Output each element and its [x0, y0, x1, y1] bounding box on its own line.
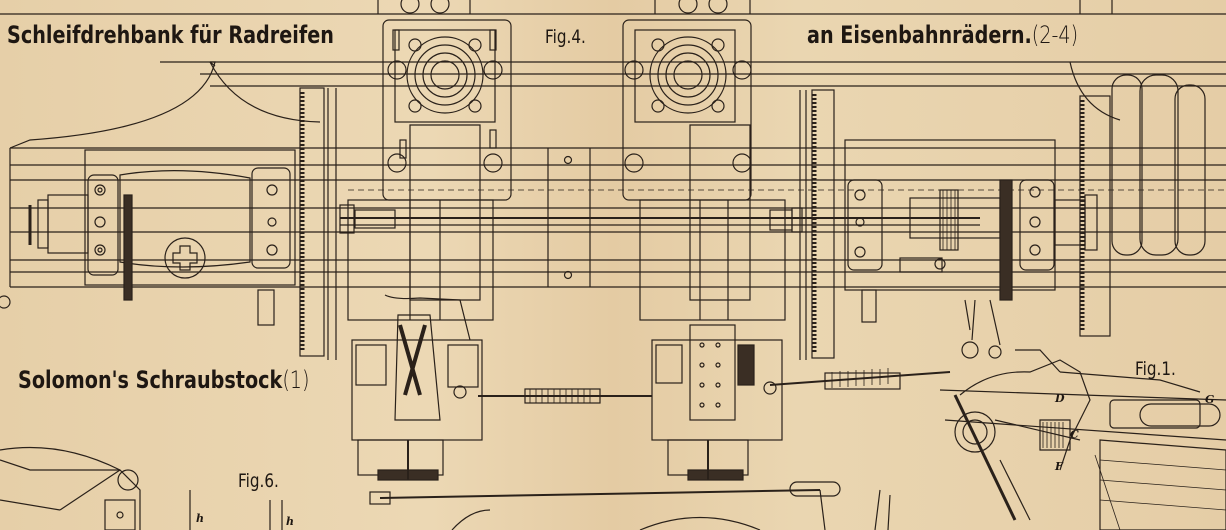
title-right-ref: (2-4)	[1031, 21, 1079, 49]
right-gearing	[799, 74, 1206, 360]
top-strip	[0, 0, 1226, 15]
solomon-text: Solomon's Schraubstock	[18, 366, 283, 394]
part-label-g: G	[1205, 393, 1215, 406]
fig6-label: Fig.6.	[238, 470, 279, 492]
part-label-h-second: h	[286, 515, 294, 528]
title-right-text: an Eisenbahnrädern.	[807, 21, 1032, 49]
fig1-vise	[939, 349, 1226, 530]
part-label-h: h	[196, 512, 204, 525]
title-right-caption: an Eisenbahnrädern.(2-4)	[807, 21, 1078, 49]
part-label-f: F	[1055, 460, 1063, 473]
fig6-drawing	[0, 295, 891, 530]
fig4-label: Fig.4.	[545, 26, 586, 48]
feed-screw	[339, 204, 980, 234]
left-headstock	[28, 87, 337, 360]
left-carriage	[347, 19, 512, 481]
connecting-rods	[369, 368, 951, 505]
right-carriage	[622, 19, 786, 481]
fig1-label: Fig.1.	[1135, 358, 1176, 380]
part-label-d: D	[1055, 392, 1065, 405]
title-left-caption: Schleifdrehbank für Radreifen	[7, 21, 334, 49]
part-label-c: C	[1070, 428, 1079, 441]
solomon-caption: Solomon's Schraubstock(1)	[18, 366, 310, 394]
solomon-ref: (1)	[282, 366, 310, 394]
right-tailstock	[844, 139, 1098, 359]
